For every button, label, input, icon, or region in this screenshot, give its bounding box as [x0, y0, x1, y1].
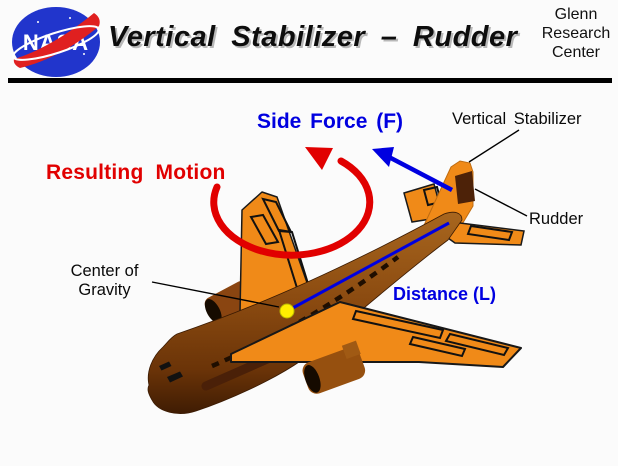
page-title: Vertical Stabilizer – Rudder	[108, 21, 518, 53]
rudder-callout-line	[474, 188, 528, 217]
near-wing	[230, 301, 522, 368]
vertical-stabilizer-label: Vertical Stabilizer	[452, 110, 582, 128]
center-of-gravity-label: Center of Gravity	[52, 262, 157, 299]
resulting-motion-arrow	[210, 157, 374, 259]
rudder-panel	[455, 171, 475, 204]
cg-callout-line	[151, 281, 280, 308]
header-divider	[8, 78, 612, 83]
cockpit-window-1	[159, 361, 172, 371]
near-wing-panel-1	[351, 309, 445, 340]
far-wing-panel-2	[249, 213, 280, 246]
agency-line-1: Glenn	[554, 6, 598, 23]
fuselage	[147, 211, 463, 414]
resulting-motion-arrowhead	[305, 147, 333, 170]
distance-label: Distance (L)	[393, 284, 497, 304]
vertical-stabilizer-callout-line	[468, 129, 520, 163]
cg-marker	[279, 303, 295, 319]
rudder-label: Rudder	[529, 210, 584, 228]
near-wing-panel-2	[444, 332, 510, 357]
distance-line	[288, 221, 450, 312]
elevator-near-outline	[466, 224, 514, 242]
agency-name: Glenn Research Center	[536, 5, 616, 62]
resulting-motion-label: Resulting Motion	[46, 161, 226, 184]
near-wing-panel-3	[408, 335, 467, 358]
center-of-gravity-label-line2: Gravity	[78, 280, 131, 299]
side-force-arrowhead	[372, 147, 394, 167]
side-force-arrow	[385, 154, 454, 192]
nasa-logo: NASA	[12, 7, 100, 77]
nasa-logo-orbit	[12, 25, 100, 61]
side-force-label: Side Force (F)	[257, 110, 404, 133]
center-of-gravity-label-line1: Center of	[70, 262, 139, 280]
cockpit-window-2	[167, 371, 183, 383]
agency-line-3: Center	[551, 44, 601, 61]
engine-near	[302, 340, 366, 394]
agency-line-2: Research	[541, 25, 611, 42]
